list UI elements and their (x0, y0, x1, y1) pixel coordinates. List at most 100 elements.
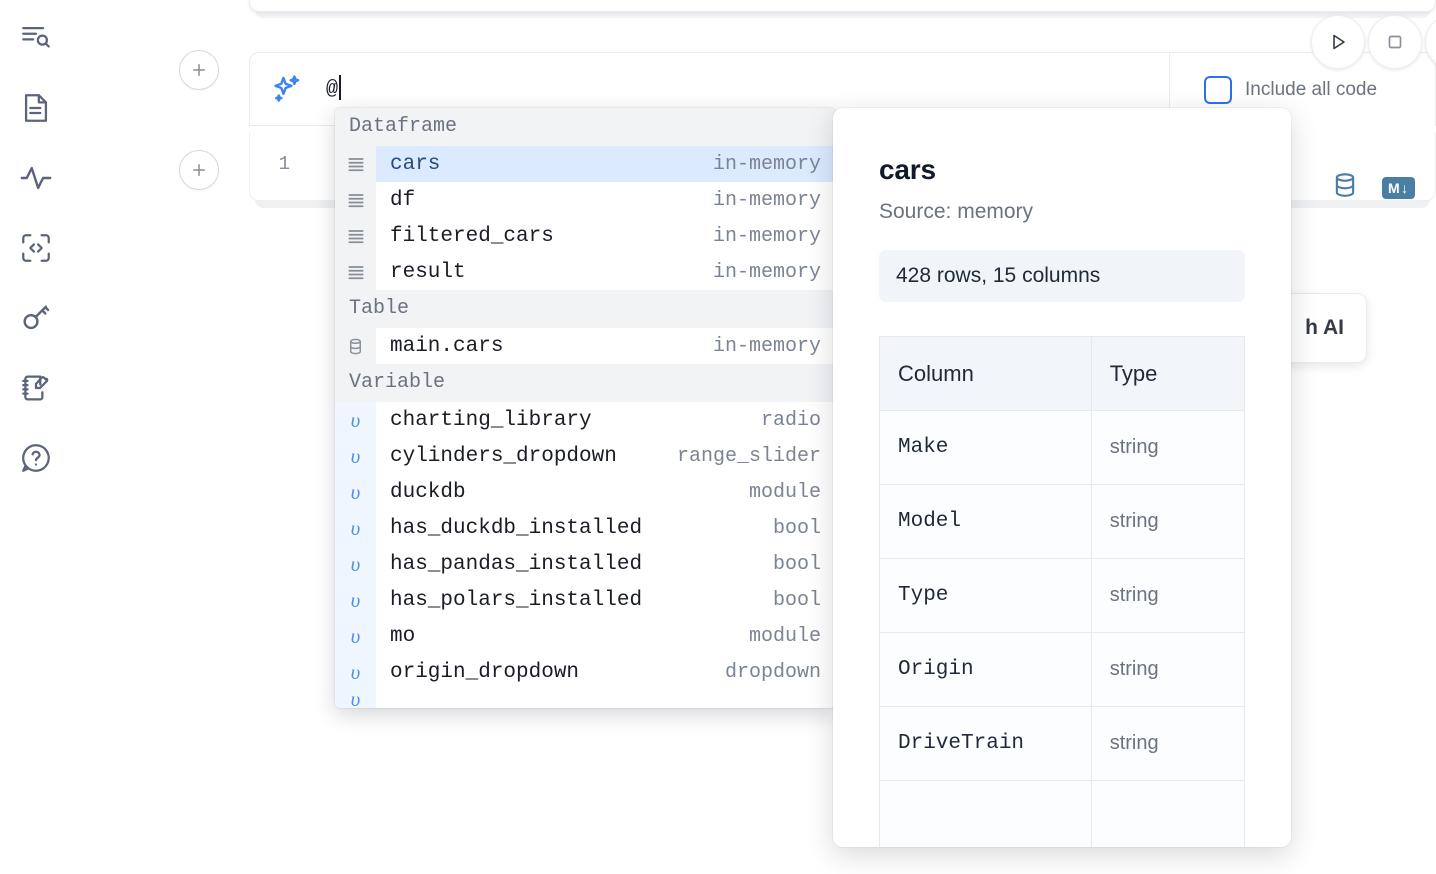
panel-source: Source: memory (879, 200, 1034, 223)
autocomplete-item-type: dropdown (724, 660, 821, 684)
schema-table-header-row: Column Type (879, 336, 1246, 411)
variable-icon: υ (335, 438, 376, 474)
schema-table-row-partial (879, 780, 1246, 847)
table-rows-icon (335, 182, 376, 218)
variable-icon: υ (335, 510, 376, 546)
markdown-badge-arrow: ↓ (1401, 179, 1409, 196)
schema-column-type: string (1090, 410, 1246, 485)
schema-column-name (879, 780, 1092, 847)
schema-column-type (1090, 780, 1246, 847)
autocomplete-item-body: cars in-memory (376, 146, 835, 182)
autocomplete-item[interactable]: result in-memory (335, 254, 835, 290)
schema-column-header: Column (879, 336, 1092, 411)
autocomplete-item-name: has_polars_installed (390, 588, 643, 612)
schema-column-name: Model (879, 484, 1092, 559)
variable-icon: υ (335, 582, 376, 618)
autocomplete-item-type: in-memory (712, 188, 821, 212)
include-all-code-label: Include all code (1245, 78, 1378, 100)
markdown-badge-letter: M (1388, 179, 1401, 196)
table-rows-icon (335, 146, 376, 182)
cell-toolbar: M↓ (1330, 170, 1415, 205)
schema-type-header: Type (1090, 336, 1246, 411)
markdown-icon[interactable]: M↓ (1382, 176, 1415, 199)
activity-icon[interactable] (12, 154, 60, 202)
variable-icon: υ (335, 690, 376, 708)
autocomplete-item[interactable]: υ origin_dropdown dropdown (335, 654, 835, 690)
dataframe-detail-panel: cars Source: memory 428 rows, 15 columns… (833, 108, 1291, 847)
run-button[interactable] (1311, 15, 1365, 69)
variable-icon: υ (335, 402, 376, 438)
autocomplete-item-name: mo (390, 624, 416, 648)
document-icon[interactable] (12, 84, 60, 132)
autocomplete-item[interactable]: cars in-memory (335, 146, 835, 182)
ai-prompt-input[interactable]: @ (326, 75, 342, 101)
autocomplete-item-type: module (748, 624, 821, 648)
autocomplete-group-header: Dataframe (335, 108, 835, 146)
autocomplete-item-type: in-memory (712, 152, 821, 176)
autocomplete-item-name: result (390, 260, 466, 284)
help-icon[interactable] (12, 434, 60, 482)
autocomplete-item-body: result in-memory (376, 254, 835, 290)
scratchpad-icon[interactable] (12, 364, 60, 412)
cell-above-shadow (255, 10, 1430, 18)
autocomplete-group-header: Variable (335, 364, 835, 402)
key-icon[interactable] (12, 294, 60, 342)
autocomplete-item-name: has_duckdb_installed (390, 516, 643, 540)
left-icon-rail (0, 0, 72, 874)
include-all-code-checkbox[interactable] (1204, 75, 1232, 104)
variable-icon: υ (335, 474, 376, 510)
schema-column-name: Origin (879, 632, 1092, 707)
schema-column-name: DriveTrain (879, 706, 1092, 781)
stop-button[interactable] (1368, 15, 1422, 69)
autocomplete-item-type: bool (772, 516, 821, 540)
autocomplete-group-header: Table (335, 290, 835, 328)
autocomplete-item-type: range_slider (676, 444, 821, 468)
autocomplete-item-body (376, 690, 835, 708)
add-cell-button-bottom[interactable] (179, 150, 219, 190)
database-icon[interactable] (1330, 170, 1360, 205)
autocomplete-item-type: in-memory (712, 260, 821, 284)
code-snippets-icon[interactable] (12, 224, 60, 272)
autocomplete-item-name: filtered_cars (390, 224, 554, 248)
autocomplete-item-body: has_duckdb_installed bool (376, 510, 835, 546)
autocomplete-item-name: origin_dropdown (390, 660, 580, 684)
generate-with-ai-label: h AI (1305, 316, 1344, 339)
table-rows-icon (335, 254, 376, 290)
autocomplete-item-type: in-memory (712, 334, 821, 358)
autocomplete-item-name: cars (390, 152, 441, 176)
schema-column-type: string (1090, 484, 1246, 559)
cell-above (249, 0, 1436, 12)
autocomplete-item-type: bool (772, 552, 821, 576)
autocomplete-item-partial[interactable]: υ (335, 690, 835, 708)
add-cell-button-top[interactable] (179, 50, 219, 90)
variable-icon: υ (335, 654, 376, 690)
table-rows-icon (335, 218, 376, 254)
file-explorer-icon[interactable] (12, 14, 60, 62)
autocomplete-item[interactable]: υ has_duckdb_installed bool (335, 510, 835, 546)
schema-column-type: string (1090, 706, 1246, 781)
ai-prompt-value: @ (326, 78, 339, 101)
text-caret (339, 75, 342, 100)
